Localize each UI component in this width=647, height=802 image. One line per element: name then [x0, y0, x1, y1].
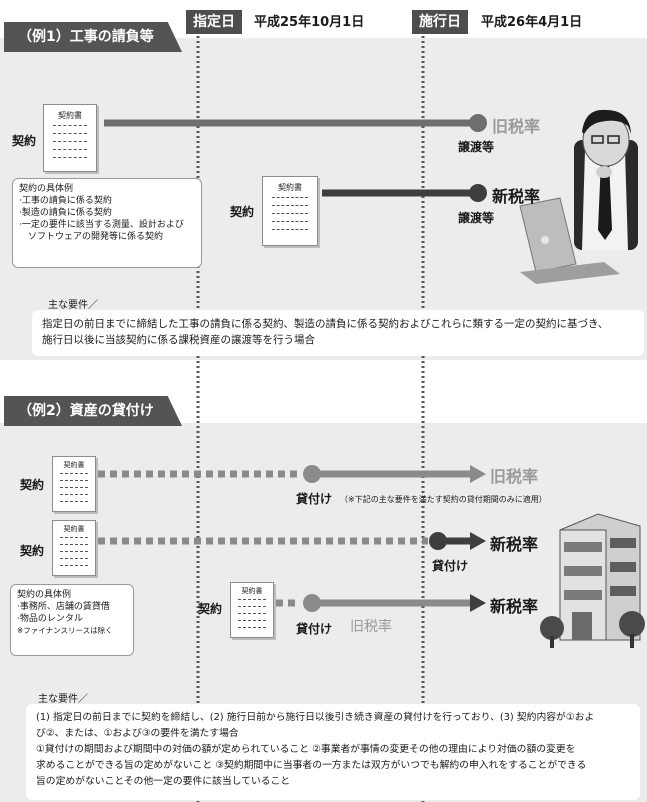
- ex2-contract-label-2: 契約: [20, 544, 45, 558]
- ex2-new-rate-arrow: [470, 532, 486, 550]
- ex2-requirements-box: (1) 指定日の前日までに契約を締結し、(2) 施行日前から施行日以後引き続き資…: [26, 704, 640, 800]
- contract-title: 契約書: [241, 587, 263, 595]
- example2-tab: （例2）資産の貸付け: [4, 396, 182, 426]
- ex2-contract-document-3: 契約書: [230, 582, 274, 638]
- ex1-requirements-box: 指定日の前日までに締結した工事の請負に係る契約、製造の請負に係る契約およびこれら…: [32, 310, 644, 356]
- ex2-contract-label-3: 契約: [198, 602, 223, 616]
- ex2-new-rate-2: 新税率: [490, 597, 539, 616]
- ex2-requirement-line: 旨の定めがないことその他一定の要件に該当していること: [36, 776, 291, 787]
- ex1-requirements-heading: 主な要件／: [48, 300, 98, 311]
- ex2-contract-document-2: 契約書: [52, 520, 96, 576]
- effective-date: 平成26年4月1日: [481, 15, 583, 30]
- businessman-illustration: [519, 109, 638, 284]
- ex1-contract-label-1: 契約: [12, 134, 37, 148]
- ex2-example-item: ·物品のレンタル: [17, 614, 83, 624]
- ex1-contract-label-2: 契約: [230, 205, 255, 219]
- ex1-transfer-label-1: 譲渡等: [458, 140, 495, 154]
- ex1-examples-note: 契約の具体例 ·工事の請負に係る契約 ·製造の請負に係る契約 ·一定の要件に該当…: [12, 178, 202, 268]
- ex2-requirement-line: ①貸付けの期間および期間中の対価の額が定められていること ②事業者が事情の変更そ…: [36, 744, 576, 755]
- ex1-new-rate: 新税率: [492, 187, 541, 206]
- building-illustration: [540, 513, 645, 648]
- ex2-contract-label-1: 契約: [20, 478, 45, 492]
- ex1-examples-title: 契約の具体例: [19, 184, 74, 194]
- ex2-old-rate-2: 旧税率: [350, 619, 392, 635]
- ex2-examples-footnote: ※ファイナンスリースは除く: [17, 626, 113, 635]
- ex1-old-rate-dot: [469, 114, 487, 132]
- ex1-contract-document-1: 契約書: [43, 104, 97, 172]
- ex2-requirement-line: (1) 指定日の前日までに契約を締結し、(2) 施行日前から施行日以後引き続き資…: [36, 712, 595, 723]
- contract-title: 契約書: [63, 525, 85, 533]
- ex1-example-item: ソフトウェアの開発等に係る契約: [19, 232, 164, 242]
- ex2-requirement-line: び②、または、①および③の要件を満たす場合: [36, 728, 239, 739]
- ex2-new-rate-1: 新税率: [490, 535, 539, 554]
- effective-date-label: 施行日: [412, 10, 468, 34]
- ex2-new-rate2-arrow: [470, 594, 486, 612]
- ex2-requirement-line: 求めることができる旨の定めがないこと ③契約期間中に当事者の一方または双方がいつ…: [36, 760, 587, 771]
- ex2-lease-label-1: 貸付け: [296, 492, 333, 506]
- ex1-old-rate: 旧税率: [492, 117, 541, 136]
- ex2-example-item: ·事務所、店舗の賃貸借: [17, 602, 110, 612]
- ex2-requirements-heading: 主な要件／: [38, 694, 88, 705]
- ex2-examples-title: 契約の具体例: [17, 590, 72, 600]
- designated-date: 平成25年10月1日: [254, 15, 365, 30]
- ex2-lease-label-2: 貸付け: [432, 559, 469, 573]
- ex1-contract-document-2: 契約書: [262, 176, 318, 246]
- ex2-lease-note: （※下記の主な要件を満たす契約の貸付期間のみに適用）: [340, 495, 547, 504]
- ex2-old-rate: 旧税率: [490, 467, 539, 486]
- ex1-example-item: ·工事の請負に係る契約: [19, 196, 112, 206]
- ex1-transfer-label-2: 譲渡等: [458, 211, 495, 225]
- designated-date-label: 指定日: [186, 10, 242, 34]
- ex2-contract-document-1: 契約書: [52, 456, 96, 512]
- ex2-examples-note: 契約の具体例 ·事務所、店舗の賃貸借 ·物品のレンタル ※ファイナンスリースは除…: [10, 584, 134, 656]
- example1-tab: （例1）工事の請負等: [4, 22, 182, 52]
- ex1-example-item: ·一定の要件に該当する測量、設計および: [19, 220, 184, 230]
- contract-title: 契約書: [63, 461, 85, 469]
- ex1-example-item: ·製造の請負に係る契約: [19, 208, 112, 218]
- ex1-requirement-line: 指定日の前日までに締結した工事の請負に係る契約、製造の請負に係る契約およびこれら…: [42, 318, 609, 330]
- ex1-requirement-line: 施行日以後に当該契約に係る課税資産の譲渡等を行う場合: [42, 334, 315, 346]
- ex2-old-rate-arrow: [470, 465, 486, 483]
- contract-title: 契約書: [58, 111, 82, 120]
- contract-title: 契約書: [278, 183, 302, 192]
- ex1-new-rate-dot: [469, 184, 487, 202]
- ex2-lease-label-3: 貸付け: [296, 622, 333, 636]
